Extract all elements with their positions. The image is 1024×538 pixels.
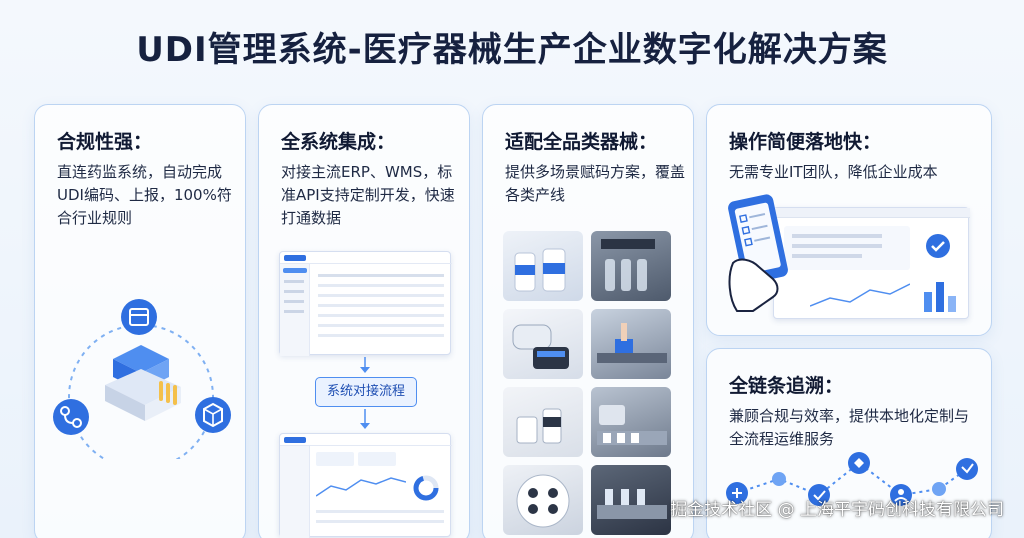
- photo-medicine-bottles: [503, 231, 583, 301]
- dashboard-screen-mockup: [279, 433, 452, 538]
- photo-tray-vials: [503, 465, 583, 535]
- card-title: 全系统集成：: [281, 131, 396, 153]
- check-circle-icon: [926, 234, 950, 258]
- photo-packaging-line: [591, 387, 671, 457]
- erp-screen-mockup: [279, 251, 452, 356]
- integration-flow-label: 系统对接流程: [315, 377, 417, 407]
- page-title: UDI管理系统-医疗器械生产企业数字化解决方案: [136, 30, 888, 70]
- card-desc: 直连药监系统，自动完成UDI编码、上报，100%符合行业规则: [57, 163, 232, 227]
- server-stack-icon: [105, 345, 181, 421]
- watermark: 掘金技术社区 @ 上海平宇码创科技有限公司: [670, 500, 1004, 520]
- arrow-down-icon: [360, 409, 370, 429]
- compliance-illustration: [53, 299, 231, 459]
- card-compliance: 合规性强： 直连药监系统，自动完成UDI编码、上报，100%符合行业规则: [34, 104, 246, 538]
- calendar-icon: [121, 299, 157, 335]
- hand-phone-icon: [728, 194, 788, 312]
- card-desc: 提供多场景赋码方案，覆盖各类产线: [505, 163, 686, 204]
- card-desc: 无需专业IT团队，降低企业成本: [729, 163, 938, 181]
- photo-device-units: [503, 309, 583, 379]
- photo-vials: [503, 387, 583, 457]
- card-integration: 全系统集成： 对接主流ERP、WMS，标准API支持定制开发，快速打通数据 系统…: [258, 104, 470, 538]
- photo-labeling-station: [591, 309, 671, 379]
- card-desc: 兼顾合规与效率，提供本地化定制与全流程运维服务: [729, 407, 970, 448]
- box-icon: [195, 397, 231, 433]
- arrow-down-icon: [360, 357, 370, 373]
- photo-filling-line: [591, 231, 671, 301]
- desktop-screen-mockup: [773, 207, 970, 319]
- card-title: 合规性强：: [57, 131, 153, 153]
- card-title: 适配全品类器械：: [505, 131, 658, 153]
- route-icon: [53, 399, 89, 435]
- card-title: 操作简便落地快：: [729, 131, 882, 153]
- card-title: 全链条追溯：: [729, 375, 844, 397]
- card-device-categories: 适配全品类器械： 提供多场景赋码方案，覆盖各类产线: [482, 104, 694, 538]
- trace-chain-illustration: [726, 452, 978, 506]
- card-desc: 对接主流ERP、WMS，标准API支持定制开发，快速打通数据: [281, 163, 455, 227]
- card-traceability: 全链条追溯： 兼顾合规与效率，提供本地化定制与全流程运维服务: [706, 348, 992, 538]
- card-easy-deployment: 操作简便落地快： 无需专业IT团队，降低企业成本: [706, 104, 992, 336]
- photo-production-line: [591, 465, 671, 535]
